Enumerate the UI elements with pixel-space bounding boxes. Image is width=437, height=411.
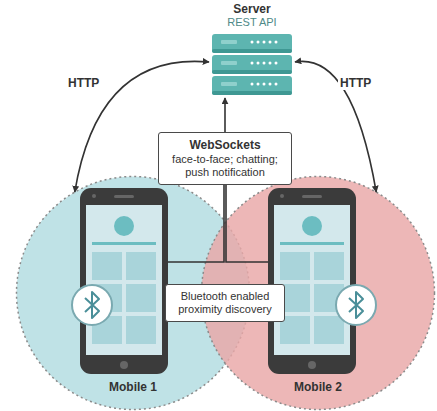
phone xyxy=(80,188,168,374)
bluetooth-icon xyxy=(72,285,112,325)
server-node: ServerREST API xyxy=(197,2,307,96)
device-label: Mobile 1 xyxy=(15,380,251,394)
bluetooth-icon xyxy=(336,285,376,325)
device-label: Mobile 2 xyxy=(200,380,436,394)
box-text: Bluetooth enabled proximity discovery xyxy=(172,290,278,316)
connector xyxy=(168,185,224,262)
node-subtitle: REST API xyxy=(197,16,307,29)
node-heading: Server xyxy=(197,2,307,16)
edge-label: HTTP xyxy=(338,76,373,90)
edge-label: HTTP xyxy=(66,76,101,90)
phone xyxy=(268,188,356,374)
connector xyxy=(224,98,226,132)
box-heading: WebSockets xyxy=(165,138,285,153)
connector xyxy=(295,61,376,192)
box-text: face-to-face; chatting; push notificatio… xyxy=(165,153,285,179)
feature-box: Bluetooth enabled proximity discovery xyxy=(165,284,285,322)
protocol-box: WebSocketsface-to-face; chatting; push n… xyxy=(158,132,292,185)
connector xyxy=(226,185,268,262)
